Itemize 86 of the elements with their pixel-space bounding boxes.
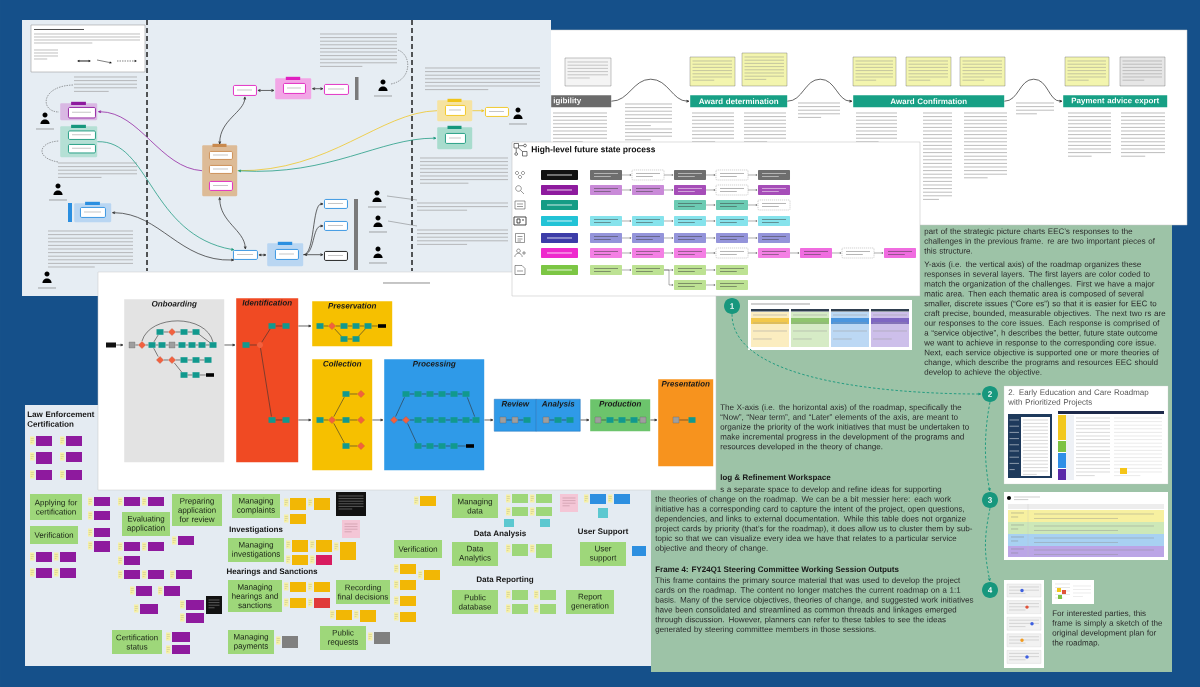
arrow [298,418,312,422]
dashed-arrow [985,507,991,582]
body-text: This frame contains the primary source material that was used to develop the project cards on the roadmap. The content no longer matches the current roadmap on a 1:1 basis. Many of the service objectives, theories of change, and suggested work initiatives have been consolidated and streamlined as common threads and linkages emerged through discussion. However, planners can refer to these tables to see the ideas generated by steering committee members in those sessions. [655,577,974,634]
system-box [324,84,349,95]
section-heading: Frame 4: FY24Q1 Steering Committee Working Session Outputs [655,566,899,574]
arrow [580,418,590,422]
sticky-note: Managing payments [228,630,274,654]
sticky-note: Public database [452,590,498,614]
sticky-note: Managing complaints [232,494,280,518]
phase-band: Identification [236,298,299,463]
system-box [209,181,233,191]
phase-band: Preservation [312,301,393,347]
sticky-note: Managing hearings and sanctions [228,580,282,612]
system-box [68,107,96,119]
curved-arrow [1004,78,1063,103]
system-box [275,249,299,260]
arrow [257,89,275,92]
stage-heading: Award determination [690,95,788,108]
curved-arrow [238,136,437,173]
group-heading: Hearings and Sanctions [227,568,318,576]
arrow [258,253,267,257]
sticky-note: Recording final decisions [336,580,390,604]
system-box [485,107,509,117]
sticky-note: User support [580,542,626,566]
body-text: The X-axis (i.e. the horizontal axis) of the roadmap, specifically the “Now”, “Near term”, and “Later” elements of the axis, are meant to organize the priority of the work initiatives that must be undertaken to make incremental progress in the development of the programs and resources developed in the theory of change. [720,404,969,451]
system-box [324,251,348,261]
curved-arrow [303,202,324,256]
phase-band: Collection [312,359,373,471]
system-box [283,83,306,94]
dashed-arrow [731,313,982,396]
sticky-note: Managing data [452,494,498,518]
curved-arrow [787,78,853,103]
system-box [68,130,96,140]
phase-band: Presentation [658,379,714,467]
stage-heading: igibility [551,95,612,108]
stage-heading: Award Confirmation [853,95,1005,108]
arrow [304,253,324,256]
system-box [80,207,106,218]
group-heading: Data Analysis [474,530,526,538]
terminal-box [106,342,116,348]
system-box [445,133,466,144]
dashed-arrow [985,401,991,492]
system-box [324,199,348,209]
phase-band: Onboarding [124,299,225,463]
system-box [233,250,258,260]
sticky-note: Applying for certification [30,494,82,520]
sticky-note: Evaluating application [122,512,170,536]
thumbnail-title: 2. Early Education and Care Roadmap with Prioritized Projects [1008,389,1149,407]
stage-heading: Payment advice export [1063,95,1168,108]
panel-title: High-level future state process [531,146,656,154]
system-box [209,151,233,160]
sticky-note: Data Analytics [452,542,498,566]
group-heading: Law Enforcement Certification [27,411,95,427]
arrow [312,87,324,90]
sticky-note: Public requests [320,626,366,650]
body-text: For interested parties, this frame is simply a sketch of the original development plan for the roadmap. [1052,610,1163,648]
system-box [324,221,348,231]
group-heading: Investigations [229,526,283,534]
arrow [298,324,312,328]
curved-arrow [112,211,235,262]
sticky-note: Preparing application for review [172,494,222,526]
section-heading: log & Refinement Workspace [720,474,831,482]
curved-arrow [97,141,235,251]
system-box [209,165,233,174]
sticky-note: Certification status [112,630,162,654]
arrow [372,418,384,422]
body-text: Y-axis (i.e. the vertical axis) of the roadmap organizes these responses in several layers. The first layers are color coded to match the organization of the challenges. First we have a major matic area. Then each thematic area is composed of several smaller, discrete issues (“Core es”) so that it is easier for EEC to craft precise, bounded, measurable objectives. The next two rs are our responses to the core issues. Each response is comprised of a “service objective”, h describes the better, future state outcome we want to achieve in response to the corresponding core issue. Next, each service objective is supported one or more theories of change, which describe the programs and resources EEC should develop to achieve the objective. [924,261,1166,377]
arrow [224,343,236,347]
arrow [650,418,658,422]
arrow [484,418,494,422]
body-text: s a separate space to develop and refine ideas for supporting the theories of change on the roadmap. We can be a bit messier here: each work initiative has a corresponding card to capture the intent of the project, open questions, dependencies, and links to external documentation. While this table does not organize project cards by priority (that’s for the roadmap), it does allow us to cluster them by sub-topic so that we can visualize every idea we have that relates to a particular service objective and theory of change. [655,486,973,553]
body-text: part of the strategic picture charts EEC’s responses to the challenges in the previous frame. re are two important pieces of this structure. [924,228,1155,254]
system-box [68,144,96,154]
curved-arrow [98,110,203,172]
curved-arrow [611,78,690,103]
sticky-note: Managing investigations [228,538,284,562]
system-box [233,85,257,96]
curved-arrow [218,197,247,250]
arrow [115,343,124,347]
phase-band: Processing [384,359,485,471]
arrow [472,109,485,112]
sticky-note: Report generation [566,590,614,614]
system-box [445,105,466,116]
sticky-note: Verification [394,540,442,558]
curved-arrow [218,96,247,145]
group-heading: Data Reporting [476,576,534,584]
